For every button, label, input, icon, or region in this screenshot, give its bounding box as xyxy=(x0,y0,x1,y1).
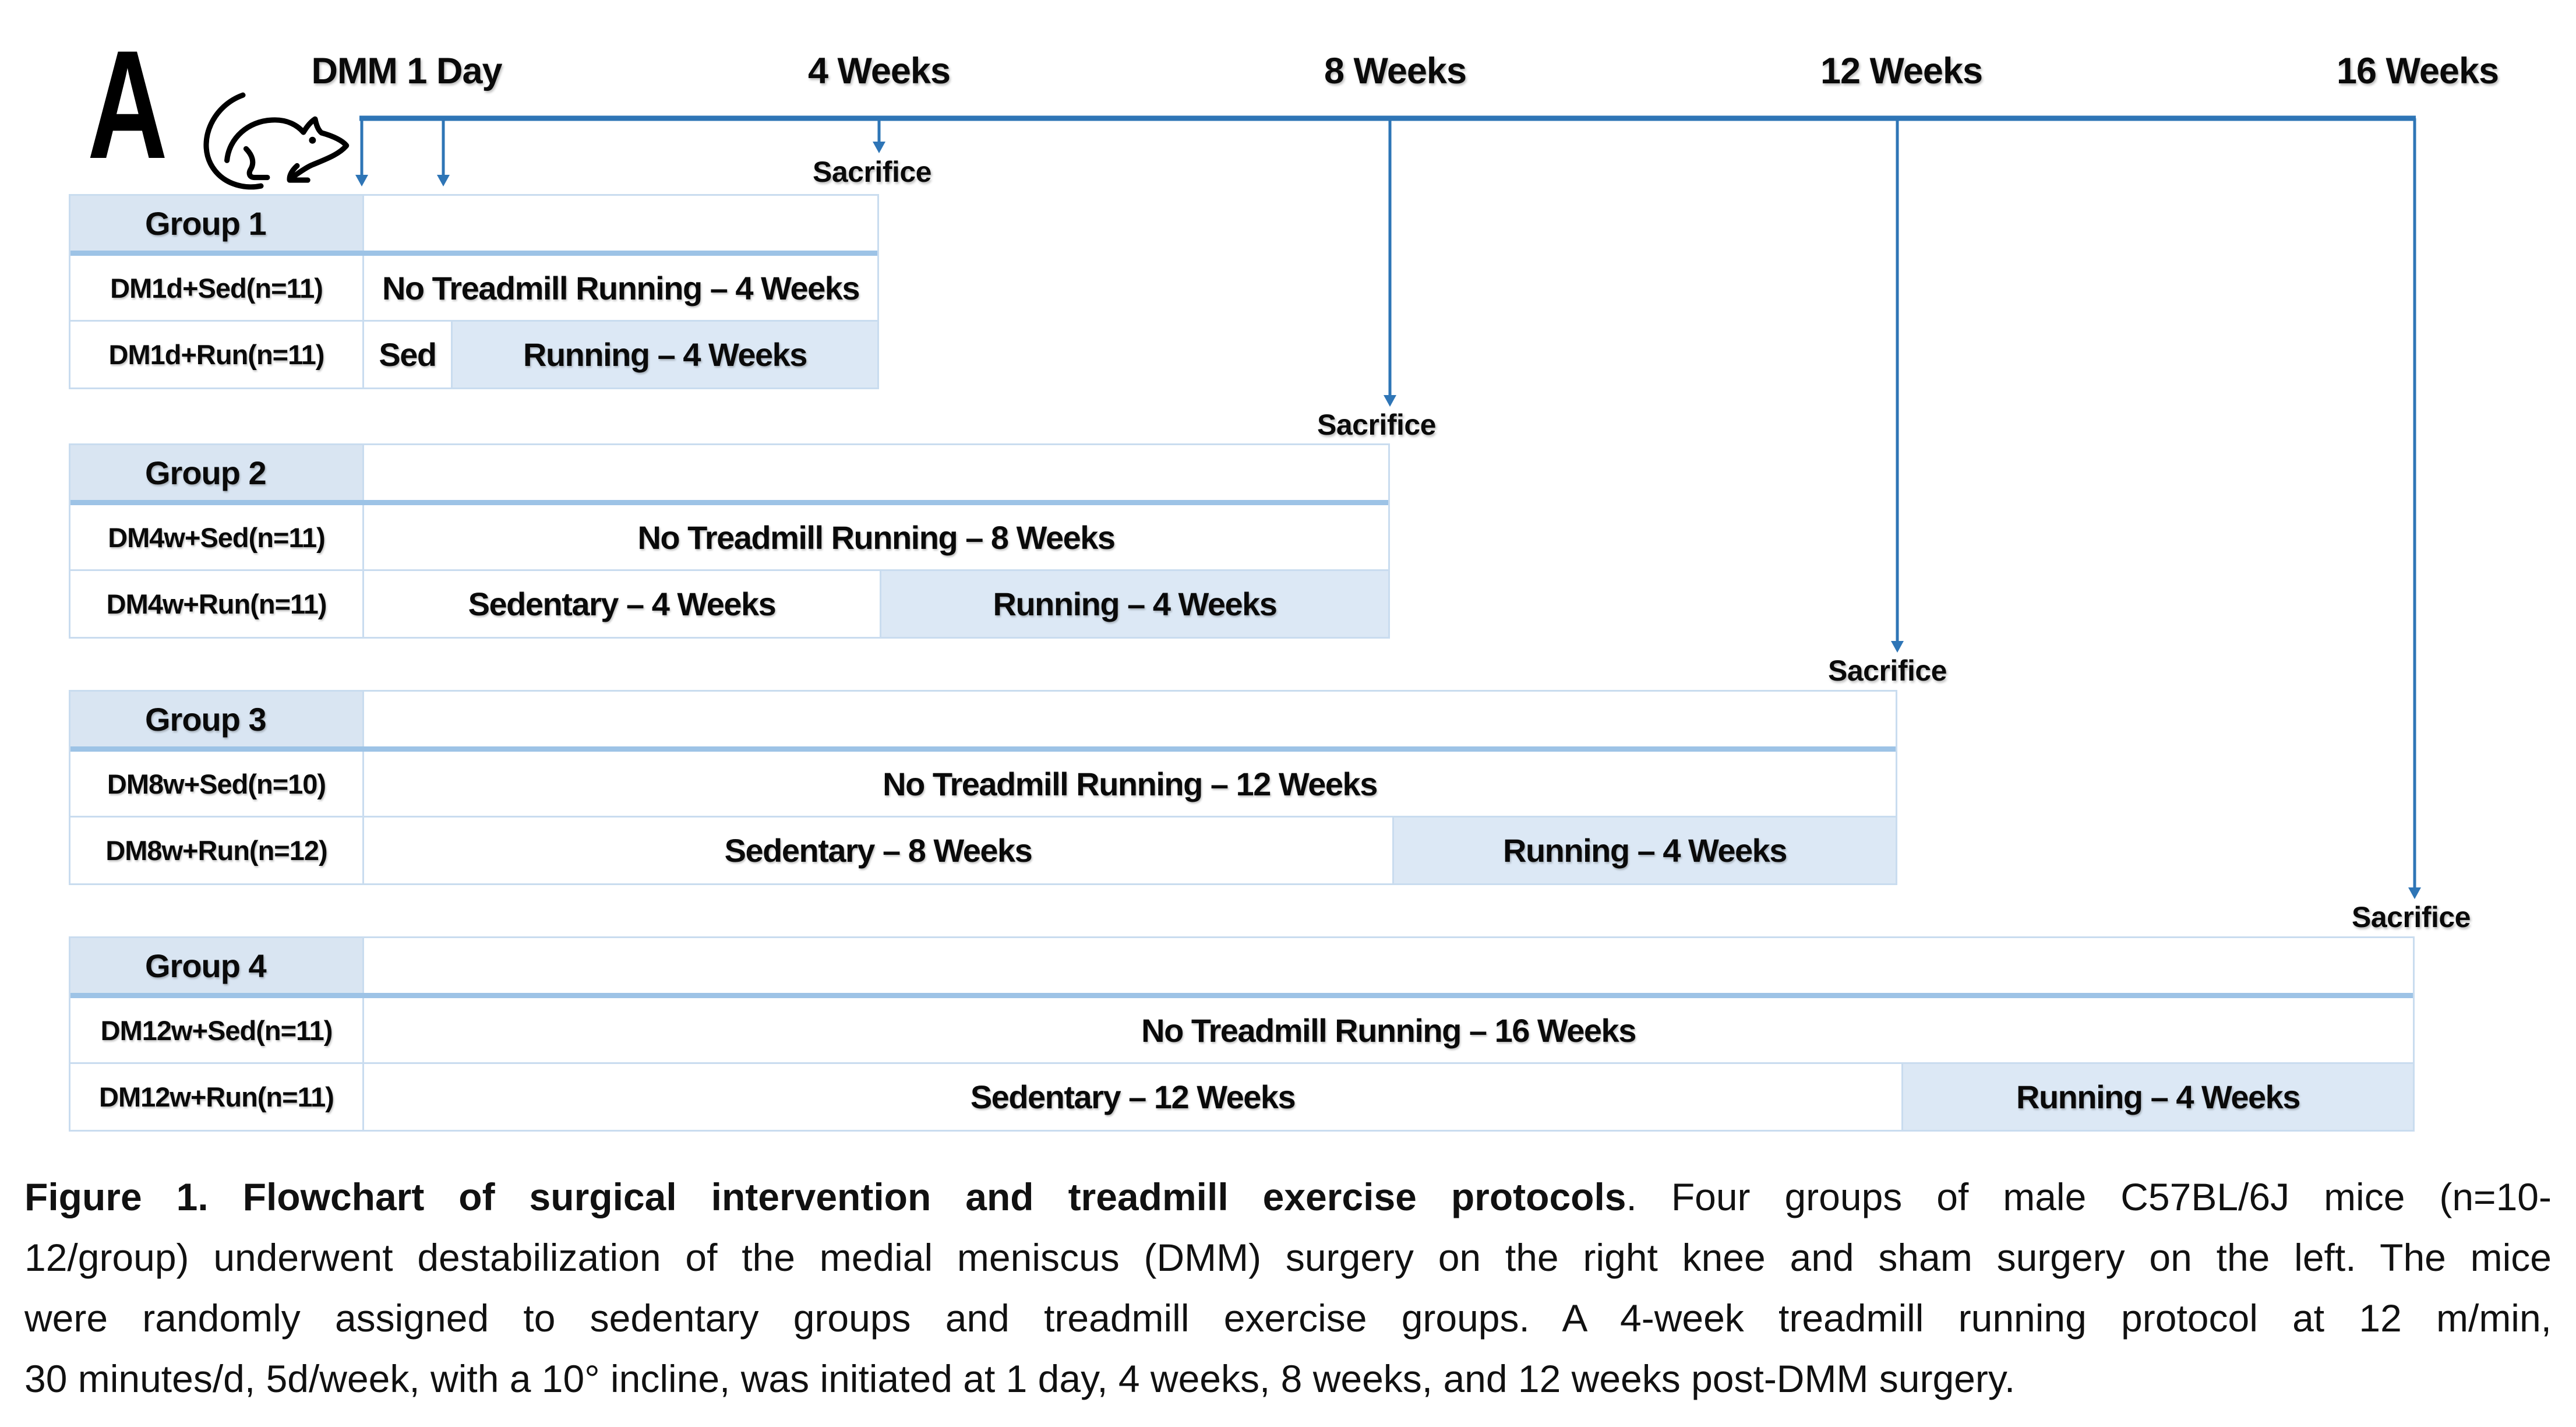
mouse-eye xyxy=(309,136,316,144)
sacrifice-arrowhead-16w-icon xyxy=(2408,887,2421,899)
table-row: Group 4 xyxy=(70,938,2413,998)
mouse-hind-leg xyxy=(243,146,270,181)
one-day-arrowhead-icon xyxy=(437,175,450,186)
mouse-icon xyxy=(188,84,358,199)
group-table-1: Group 1 DM1d+Sed(n=11) No Treadmill Runn… xyxy=(69,194,879,389)
row-label: DM8w+Sed(n=10) xyxy=(70,752,364,816)
protocol-cell-sedentary: Sedentary – 12 Weeks xyxy=(364,1064,1903,1130)
table-row: DM12w+Sed(n=11) No Treadmill Running – 1… xyxy=(70,998,2413,1064)
caption-text: . Four groups of male C57BL/6J mice (n=1… xyxy=(1626,1175,2552,1218)
table-row: DM1d+Run(n=11) Sed Running – 4 Weeks xyxy=(70,322,877,387)
group-header-spacer xyxy=(364,196,877,251)
table-row: Group 1 xyxy=(70,196,877,256)
row-label: DM4w+Sed(n=11) xyxy=(70,505,364,569)
sacrifice-label-group2: Sacrifice xyxy=(1317,408,1436,441)
group-table-2: Group 2 DM4w+Sed(n=11) No Treadmill Runn… xyxy=(69,443,1390,639)
mouse-tail xyxy=(203,92,264,190)
sacrifice-label-group4: Sacrifice xyxy=(2352,901,2471,933)
timeline-tick-4-weeks: 4 Weeks xyxy=(807,51,951,91)
timeline-tick-12-weeks: 12 Weeks xyxy=(1820,51,1983,91)
protocol-cell-sedentary: Sedentary – 8 Weeks xyxy=(364,818,1394,883)
sacrifice-arrowhead-12w-icon xyxy=(1891,641,1904,653)
table-row: DM12w+Run(n=11) Sedentary – 12 Weeks Run… xyxy=(70,1064,2413,1130)
caption-line: 12/group) underwent destabilization of t… xyxy=(24,1236,2552,1279)
timeline-tick-8-weeks: 8 Weeks xyxy=(1324,51,1467,91)
panel-label: A xyxy=(87,19,168,191)
group-header-spacer xyxy=(364,445,1388,500)
table-row: DM8w+Run(n=12) Sedentary – 8 Weeks Runni… xyxy=(70,818,1896,883)
protocol-cell-no-running: No Treadmill Running – 8 Weeks xyxy=(637,519,1116,556)
row-label: DM1d+Sed(n=11) xyxy=(70,256,364,320)
row-label: DM1d+Run(n=11) xyxy=(70,322,364,387)
caption-line: were randomly assigned to sedentary grou… xyxy=(24,1296,2552,1340)
mouse-front-leg xyxy=(287,163,310,183)
sacrifice-arrowhead-8w-icon xyxy=(1384,395,1396,407)
figure-caption: Figure 1. Flowchart of surgical interven… xyxy=(24,1167,2552,1409)
protocol-cell-running: Running – 4 Weeks xyxy=(1903,1064,2413,1130)
caption-title: Figure 1. Flowchart of surgical interven… xyxy=(24,1175,1626,1218)
mouse-body xyxy=(224,116,350,179)
group-name: Group 3 xyxy=(70,692,364,746)
group-table-4: Group 4 DM12w+Sed(n=11) No Treadmill Run… xyxy=(69,936,2415,1132)
group-name: Group 2 xyxy=(70,445,364,500)
protocol-cell-running: Running – 4 Weeks xyxy=(453,322,877,387)
protocol-cell-no-running: No Treadmill Running – 4 Weeks xyxy=(382,269,860,306)
group-name: Group 4 xyxy=(70,938,364,993)
table-row: DM4w+Sed(n=11) No Treadmill Running – 8 … xyxy=(70,505,1388,571)
caption-line: 30 minutes/d, 5d/week, with a 10° inclin… xyxy=(24,1357,2016,1400)
table-row: Group 2 xyxy=(70,445,1388,505)
protocol-cell-sedentary: Sed xyxy=(364,322,453,387)
sacrifice-label-group3: Sacrifice xyxy=(1828,654,1947,687)
group-header-spacer xyxy=(364,692,1896,746)
row-label: DM12w+Sed(n=11) xyxy=(70,998,364,1062)
timeline-tick-16-weeks: 16 Weeks xyxy=(2336,51,2499,91)
sacrifice-label-group1: Sacrifice xyxy=(813,156,931,188)
protocol-cell-running: Running – 4 Weeks xyxy=(881,571,1388,637)
protocol-cell-no-running: No Treadmill Running – 12 Weeks xyxy=(883,765,1378,802)
group-name: Group 1 xyxy=(70,196,364,251)
protocol-cell-sedentary: Sedentary – 4 Weeks xyxy=(364,571,881,637)
protocol-cell-no-running: No Treadmill Running – 16 Weeks xyxy=(1141,1012,1636,1049)
group-header-spacer xyxy=(364,938,2413,993)
row-label: DM4w+Run(n=11) xyxy=(70,571,364,637)
caption-line: Figure 1. Flowchart of surgical interven… xyxy=(24,1167,2552,1227)
table-row: Group 3 xyxy=(70,692,1896,752)
table-row: DM8w+Sed(n=10) No Treadmill Running – 12… xyxy=(70,752,1896,818)
table-row: DM4w+Run(n=11) Sedentary – 4 Weeks Runni… xyxy=(70,571,1388,637)
group-table-3: Group 3 DM8w+Sed(n=10) No Treadmill Runn… xyxy=(69,690,1897,885)
protocol-cell-running: Running – 4 Weeks xyxy=(1394,818,1896,883)
row-label: DM12w+Run(n=11) xyxy=(70,1064,364,1130)
row-label: DM8w+Run(n=12) xyxy=(70,818,364,883)
timeline-tick-dmm-1-day: DMM 1 Day xyxy=(311,51,502,91)
table-row: DM1d+Sed(n=11) No Treadmill Running – 4 … xyxy=(70,256,877,322)
sacrifice-arrowhead-4w-icon xyxy=(873,142,885,153)
